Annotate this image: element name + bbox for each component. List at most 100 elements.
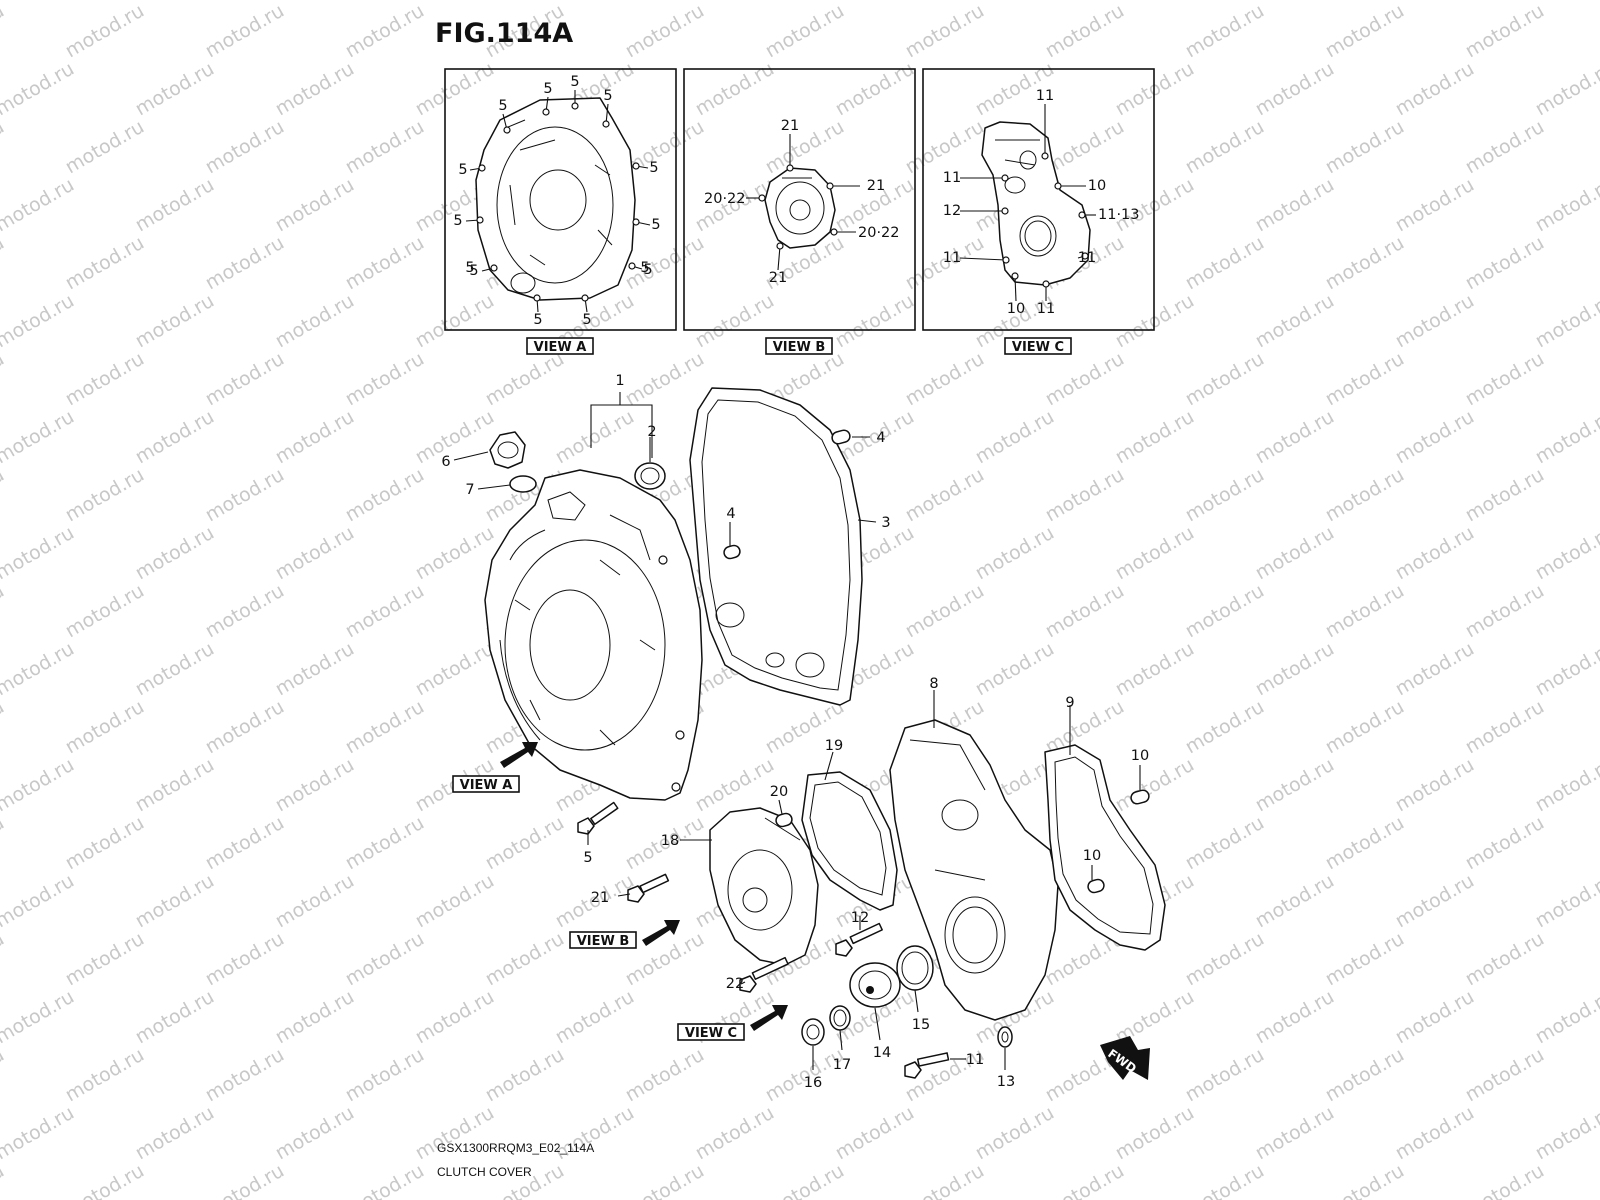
bolt-hole xyxy=(1002,256,1010,264)
watermark-text: motod.ru xyxy=(1322,232,1408,295)
watermark-text: motod.ru xyxy=(342,0,428,62)
watermark-text: motod.ru xyxy=(342,1160,428,1200)
watermark-text: motod.ru xyxy=(342,580,428,643)
view-c-tag-main: VIEW C xyxy=(677,1023,745,1041)
view-a-tag: VIEW A xyxy=(526,337,594,355)
watermark-text: motod.ru xyxy=(972,0,1058,4)
bolt-hole xyxy=(478,164,486,172)
watermark-text: motod.ru xyxy=(1532,174,1600,237)
bolt-hole xyxy=(1001,174,1009,182)
watermark-text: motod.ru xyxy=(0,232,8,295)
watermark-text: motod.ru xyxy=(272,870,358,933)
watermark-text: motod.ru xyxy=(1462,464,1548,527)
callout-label: 21 xyxy=(769,270,787,286)
bolt-hole xyxy=(490,264,498,272)
watermark-text: motod.ru xyxy=(62,116,148,179)
watermark-text: motod.ru xyxy=(1462,580,1548,643)
watermark-text: motod.ru xyxy=(62,348,148,411)
callout-label: 5 xyxy=(570,74,579,90)
callout-label: 5 xyxy=(453,213,462,229)
watermark-text: motod.ru xyxy=(202,580,288,643)
callout-label-6: 6 xyxy=(441,454,450,470)
watermark-text: motod.ru xyxy=(762,0,848,62)
watermark-text: motod.ru xyxy=(342,116,428,179)
watermark-text: motod.ru xyxy=(1182,348,1268,411)
leader-line xyxy=(1014,275,1017,302)
dowel-pin-10b xyxy=(1087,878,1105,894)
figure-name: CLUTCH COVER xyxy=(437,1165,532,1179)
watermark-text: motod.ru xyxy=(412,406,498,469)
watermark-text: motod.ru xyxy=(552,986,638,1049)
watermark-text: motod.ru xyxy=(202,116,288,179)
bolt-hole xyxy=(581,294,589,302)
watermark-text: motod.ru xyxy=(202,232,288,295)
o-ring-7 xyxy=(509,475,537,493)
watermark-text: motod.ru xyxy=(1532,290,1600,353)
callout-label-19: 19 xyxy=(825,738,843,754)
bolt-hole xyxy=(602,120,610,128)
watermark-text: motod.ru xyxy=(0,0,78,4)
watermark-text: motod.ru xyxy=(1252,174,1338,237)
bolt-hole xyxy=(571,102,579,110)
figure-title: FIG.114A xyxy=(435,18,573,49)
watermark-text: motod.ru xyxy=(1042,1160,1128,1200)
callout-label-4: 4 xyxy=(876,430,885,446)
watermark-text: motod.ru xyxy=(1322,812,1408,875)
callout-label: 5 xyxy=(465,260,474,276)
bolt-hole xyxy=(758,194,766,202)
callout-label: 5 xyxy=(582,312,591,328)
watermark-text: motod.ru xyxy=(272,986,358,1049)
callout-label-15: 15 xyxy=(912,1017,930,1033)
watermark-text: motod.ru xyxy=(62,464,148,527)
watermark-text: motod.ru xyxy=(62,1160,148,1200)
watermark-text: motod.ru xyxy=(1392,986,1478,1049)
watermark-text: motod.ru xyxy=(1112,638,1198,701)
gasket-19 xyxy=(801,771,898,911)
watermark-text: motod.ru xyxy=(1322,1160,1408,1200)
watermark-text: motod.ru xyxy=(622,1044,708,1107)
callout-label: 11 xyxy=(943,250,961,266)
bolt-hole xyxy=(1001,207,1009,215)
callout-label-10: 10 xyxy=(1083,848,1101,864)
watermark-text: motod.ru xyxy=(0,1102,78,1165)
watermark-text: motod.ru xyxy=(1112,1102,1198,1165)
bolt-hole xyxy=(1011,272,1019,280)
watermark-text: motod.ru xyxy=(1462,348,1548,411)
gasket-9 xyxy=(1044,744,1166,951)
bolt-hole xyxy=(632,218,640,226)
callout-label-2: 2 xyxy=(647,424,656,440)
dowel-pin-10a xyxy=(1130,789,1150,805)
watermark-text: motod.ru xyxy=(0,58,78,121)
watermark-text: motod.ru xyxy=(1322,464,1408,527)
watermark-text: motod.ru xyxy=(132,406,218,469)
callout-label: 10 xyxy=(1007,301,1025,317)
cover-8 xyxy=(889,719,1059,1021)
watermark-text: motod.ru xyxy=(132,870,218,933)
watermark-text: motod.ru xyxy=(1532,1102,1600,1165)
callout-label-17: 17 xyxy=(833,1057,851,1073)
watermark-text: motod.ru xyxy=(412,986,498,1049)
watermark-text: motod.ru xyxy=(342,696,428,759)
callout-label-7: 7 xyxy=(465,482,474,498)
watermark-text: motod.ru xyxy=(1042,0,1128,62)
watermark-text: motod.ru xyxy=(552,406,638,469)
watermark-text: motod.ru xyxy=(202,696,288,759)
view-c-tag: VIEW C xyxy=(1004,337,1072,355)
watermark-text: motod.ru xyxy=(552,0,638,4)
watermark-text: motod.ru xyxy=(1392,870,1478,933)
watermark-text: motod.ru xyxy=(132,522,218,585)
callout-label: 21 xyxy=(867,178,885,194)
watermark-text: motod.ru xyxy=(622,232,708,295)
bolt-hole xyxy=(1054,182,1062,190)
watermark-text: motod.ru xyxy=(1252,754,1338,817)
callout-label-9: 9 xyxy=(1065,695,1074,711)
watermark-text: motod.ru xyxy=(1182,1160,1268,1200)
watermark-text: motod.ru xyxy=(0,290,78,353)
plug-14 xyxy=(849,962,901,1008)
view-b-arrow xyxy=(642,920,680,946)
watermark-text: motod.ru xyxy=(1182,464,1268,527)
watermark-text: motod.ru xyxy=(832,1102,918,1165)
watermark-text: motod.ru xyxy=(1322,0,1408,62)
watermark-text: motod.ru xyxy=(132,638,218,701)
watermark-text: motod.ru xyxy=(622,0,708,62)
